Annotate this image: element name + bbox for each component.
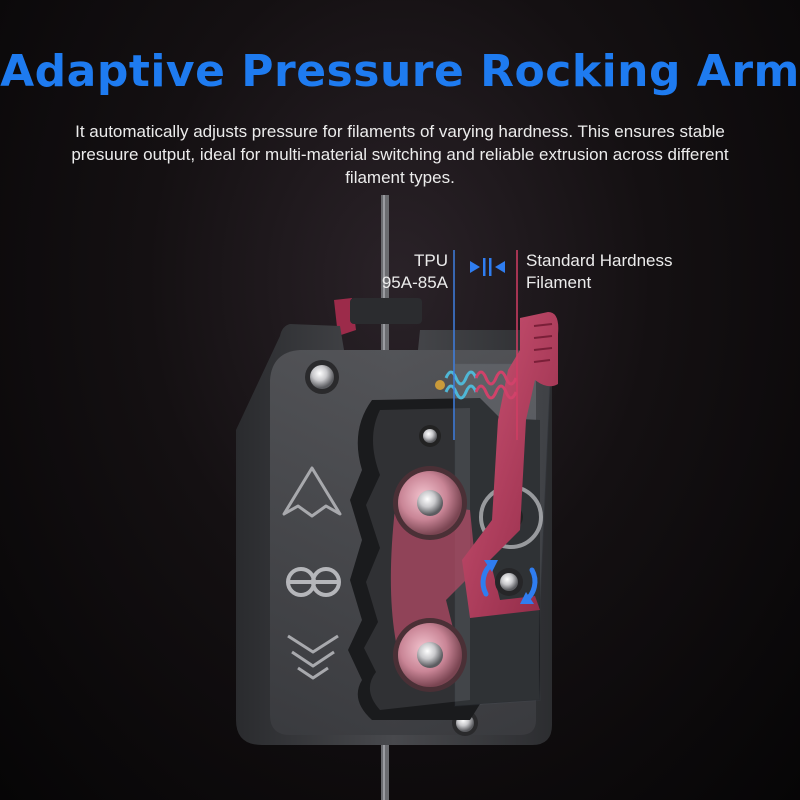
- standard-hardness-label: Standard Hardness Filament: [526, 250, 672, 294]
- tpu-label: TPU 95A-85A: [380, 250, 448, 294]
- tpu-label-line2: 95A-85A: [381, 273, 448, 292]
- standard-label-line2: Filament: [526, 273, 592, 292]
- standard-label-line1: Standard Hardness: [526, 251, 673, 270]
- rocking-arm: [462, 312, 559, 618]
- pressure-spring: [444, 370, 518, 400]
- tpu-label-line1: TPU: [414, 251, 448, 270]
- spring-nut: [435, 380, 445, 390]
- chevron-logo-icon: [287, 634, 339, 680]
- page-title: Adaptive Pressure Rocking Arm: [0, 46, 800, 97]
- compression-arrows-icon: [470, 258, 505, 276]
- description-text: It automatically adjusts pressure for fi…: [71, 122, 729, 187]
- infinity-logo-icon: [286, 567, 341, 597]
- triangle-logo-icon: [282, 466, 342, 518]
- gear-link: [390, 500, 476, 660]
